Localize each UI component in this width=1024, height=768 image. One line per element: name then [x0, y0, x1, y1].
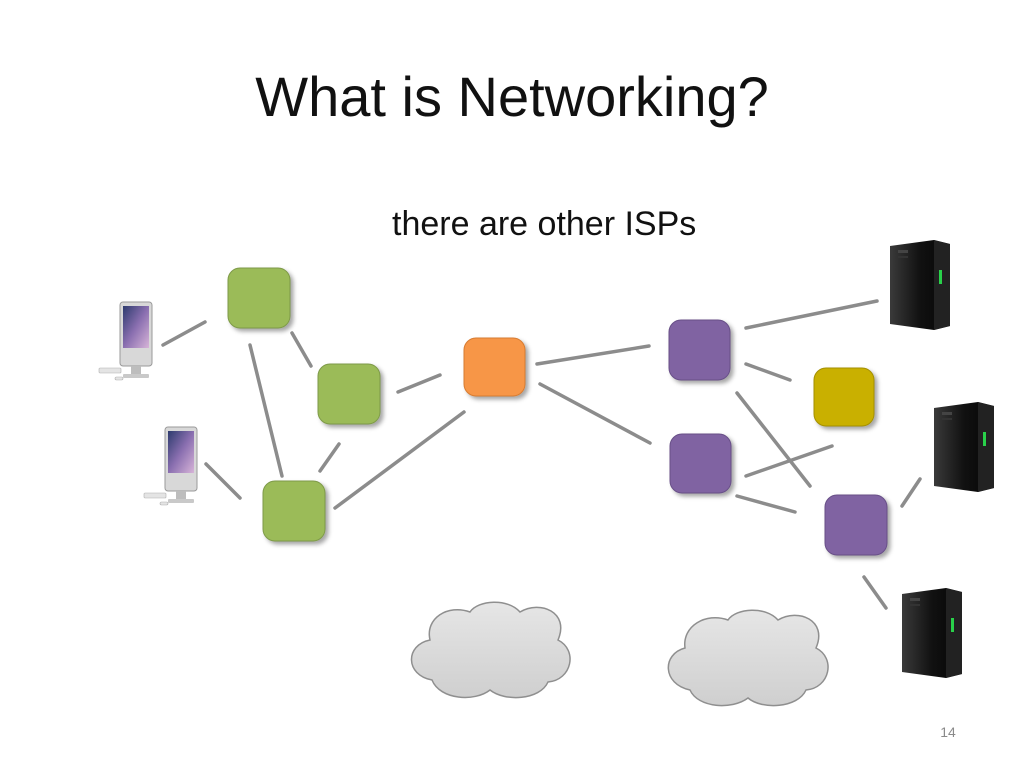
routers: [227, 267, 888, 556]
core-router: [463, 337, 526, 397]
home-isp-router-a: [227, 267, 291, 329]
link-core-purple1: [535, 344, 651, 366]
link-routerA-routerB: [290, 331, 313, 368]
other-isp-router-3: [824, 494, 888, 556]
link-purple2-purple3: [735, 494, 797, 514]
server-tower-icon: [902, 588, 962, 678]
link-routerC-core: [333, 410, 466, 510]
imac-computer-icon: [98, 301, 153, 381]
other-isp-router-2: [669, 433, 732, 494]
cloud-icon: [410, 601, 571, 699]
imac-computer-icon: [143, 426, 198, 506]
link-routerA-routerC: [248, 343, 284, 478]
link-routerB-routerC: [318, 442, 341, 473]
link-purple2-yellow: [744, 444, 834, 478]
slide-subtitle: there are other ISPs: [392, 205, 697, 243]
link-purple1-yellow: [744, 362, 792, 382]
home-isp-router-c: [262, 480, 326, 542]
link-client1-routerA: [161, 320, 207, 347]
cloud-icon: [667, 609, 829, 707]
slide-title: What is Networking?: [255, 65, 769, 128]
server-tower-icon: [934, 402, 994, 492]
link-purple1-server1: [744, 299, 879, 330]
link-core-purple2: [538, 382, 652, 445]
link-client2-routerC: [204, 462, 242, 500]
link-purple3-server3: [862, 575, 888, 610]
home-isp-router-b: [317, 363, 381, 425]
links: [161, 299, 922, 610]
page-number: 14: [940, 724, 956, 740]
link-routerB-core: [396, 373, 442, 394]
other-isp-router-1: [668, 319, 731, 381]
yellow-router: [813, 367, 875, 427]
link-purple1-purple3: [735, 391, 812, 488]
server-tower-icon: [890, 240, 950, 330]
link-purple3-server2: [900, 477, 922, 508]
